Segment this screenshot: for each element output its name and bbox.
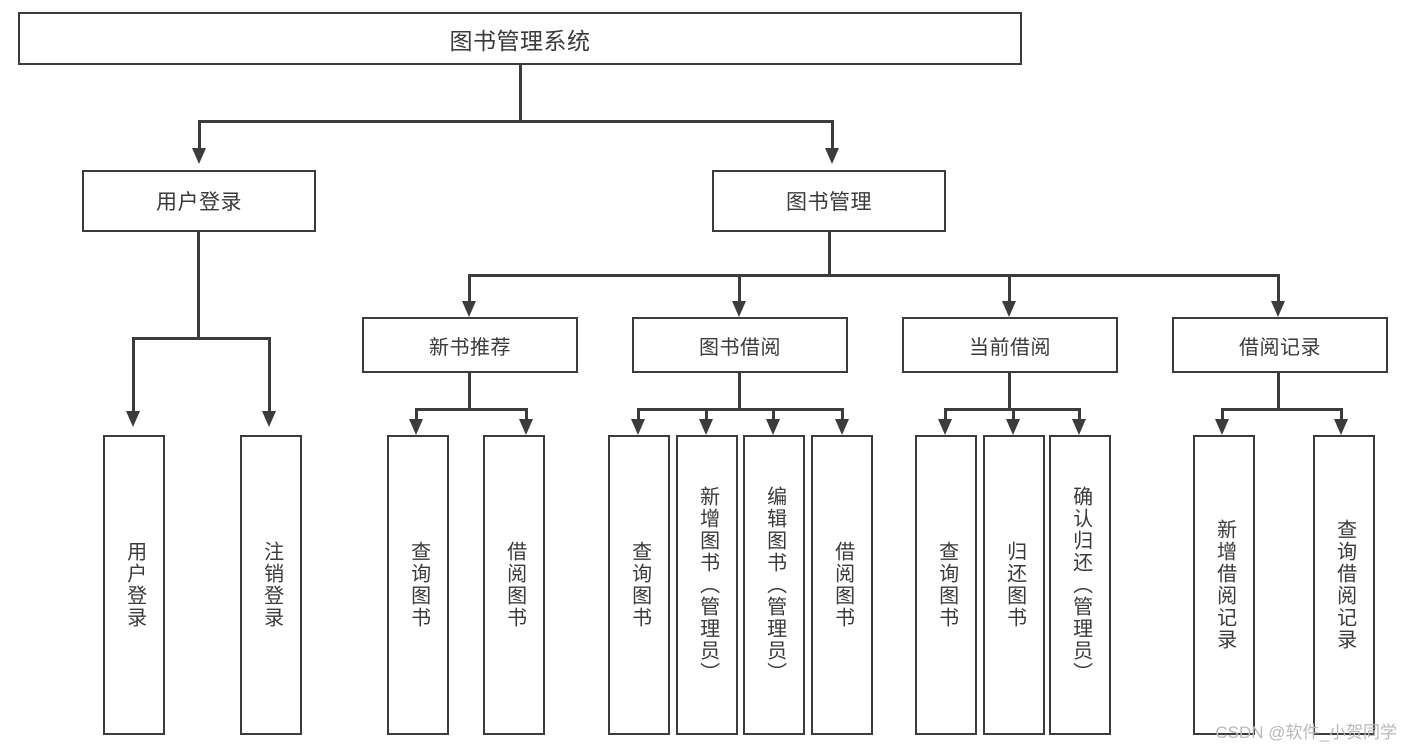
node-leaf-query-book-1[interactable]: 查询图书 [387,435,449,735]
node-leaf-user-logout[interactable]: 注销登录 [240,435,302,735]
arrowhead-to-new-book-recommend [462,301,476,317]
arrowhead-leaf-borrow-book-2 [835,419,849,435]
connector-book-borrow-stem [738,373,741,411]
connector-borrow-record-bus [1221,408,1343,411]
arrowhead-to-book-borrow [732,301,746,317]
node-leaf-query-record[interactable]: 查询借阅记录 [1313,435,1375,735]
arrowhead-to-user-login [192,148,206,164]
node-label: 借阅记录 [1239,336,1321,359]
node-label: 编辑图书（管理员） [763,486,786,684]
connector-bb-leaf3 [772,408,775,421]
arrowhead-leaf-user-logout [262,411,276,427]
connector-root-stem [519,65,522,122]
connector-new-book-bus [415,408,528,411]
connector-book-management-bus [468,274,1280,277]
node-user-login[interactable]: 用户登录 [82,170,316,232]
arrowhead-leaf-query-book-1 [409,419,423,435]
arrowhead-leaf-borrow-book-1 [519,419,533,435]
arrowhead-to-borrow-record [1271,301,1285,317]
arrowhead-leaf-add-record [1215,419,1229,435]
arrowhead-to-book-management [825,148,839,164]
connector-bm-to-borrow-record [1277,274,1280,303]
arrowhead-leaf-query-book-2 [631,419,645,435]
node-leaf-return-book[interactable]: 归还图书 [983,435,1045,735]
connector-current-borrow-stem [1008,373,1011,411]
node-label: 查询图书 [628,541,651,629]
node-label: 查询图书 [935,541,958,629]
connector-bb-leaf1 [637,408,640,421]
connector-book-borrow-bus [637,408,844,411]
connector-bb-leaf4 [841,408,844,421]
node-leaf-confirm-return[interactable]: 确认归还（管理员） [1049,435,1111,735]
node-label: 用户登录 [123,541,146,629]
arrowhead-leaf-return-book [1006,419,1020,435]
node-leaf-query-book-2[interactable]: 查询图书 [608,435,670,735]
node-label: 借阅图书 [503,541,526,629]
connector-user-login-left [132,337,135,413]
node-label: 新增借阅记录 [1213,519,1236,651]
node-label: 借阅图书 [831,541,854,629]
arrowhead-leaf-edit-book [766,419,780,435]
connector-cb-leaf1 [944,408,947,421]
node-label: 查询借阅记录 [1333,519,1356,651]
node-label: 查询图书 [407,541,430,629]
connector-cb-leaf3 [1078,408,1081,421]
connector-root-to-book-management [831,120,834,150]
node-label: 图书管理系统 [449,27,591,54]
node-leaf-borrow-book-2[interactable]: 借阅图书 [811,435,873,735]
node-label: 当前借阅 [969,336,1051,359]
node-label: 注销登录 [260,541,283,629]
arrowhead-leaf-confirm-return [1072,419,1086,435]
node-leaf-add-record[interactable]: 新增借阅记录 [1193,435,1255,735]
node-leaf-borrow-book-1[interactable]: 借阅图书 [483,435,545,735]
connector-new-book-stem [468,373,471,411]
connector-user-login-right [268,337,271,413]
node-leaf-query-book-3[interactable]: 查询图书 [915,435,977,735]
connector-root-to-user-login [198,120,201,150]
node-current-borrow[interactable]: 当前借阅 [902,317,1118,373]
node-label: 新增图书（管理员） [696,486,719,684]
arrowhead-leaf-add-book [699,419,713,435]
node-leaf-user-login[interactable]: 用户登录 [103,435,165,735]
node-label: 归还图书 [1003,541,1026,629]
connector-new-book-leaf2 [525,408,528,421]
arrowhead-to-current-borrow [1002,301,1016,317]
connector-root-bus [198,120,834,123]
node-label: 图书借阅 [699,336,781,359]
node-label: 确认归还（管理员） [1069,486,1092,684]
connector-borrow-record-stem [1277,373,1280,411]
arrowhead-leaf-query-book-3 [938,419,952,435]
connector-cb-leaf2 [1012,408,1015,421]
connector-user-login-bus [132,337,270,340]
connector-book-management-stem [828,232,831,276]
node-book-borrow[interactable]: 图书借阅 [632,317,848,373]
node-label: 用户登录 [156,191,242,214]
node-new-book-recommend[interactable]: 新书推荐 [362,317,578,373]
connector-br-leaf1 [1221,408,1224,421]
node-label: 新书推荐 [429,336,511,359]
connector-bm-to-book-borrow [738,274,741,303]
node-borrow-record[interactable]: 借阅记录 [1172,317,1388,373]
arrowhead-leaf-user-login [126,411,140,427]
arrowhead-leaf-query-record [1334,419,1348,435]
connector-user-login-stem [197,232,200,339]
connector-br-leaf2 [1340,408,1343,421]
node-leaf-edit-book[interactable]: 编辑图书（管理员） [743,435,805,735]
connector-new-book-leaf1 [415,408,418,421]
csdn-watermark: CSDN @软件_小贺同学 [1215,723,1397,742]
node-label: 图书管理 [786,191,872,214]
connector-bm-to-current-borrow [1008,274,1011,303]
connector-bm-to-new-book [468,274,471,303]
node-root-system[interactable]: 图书管理系统 [18,12,1022,65]
node-book-management[interactable]: 图书管理 [712,170,946,232]
node-leaf-add-book[interactable]: 新增图书（管理员） [676,435,738,735]
connector-bb-leaf2 [705,408,708,421]
